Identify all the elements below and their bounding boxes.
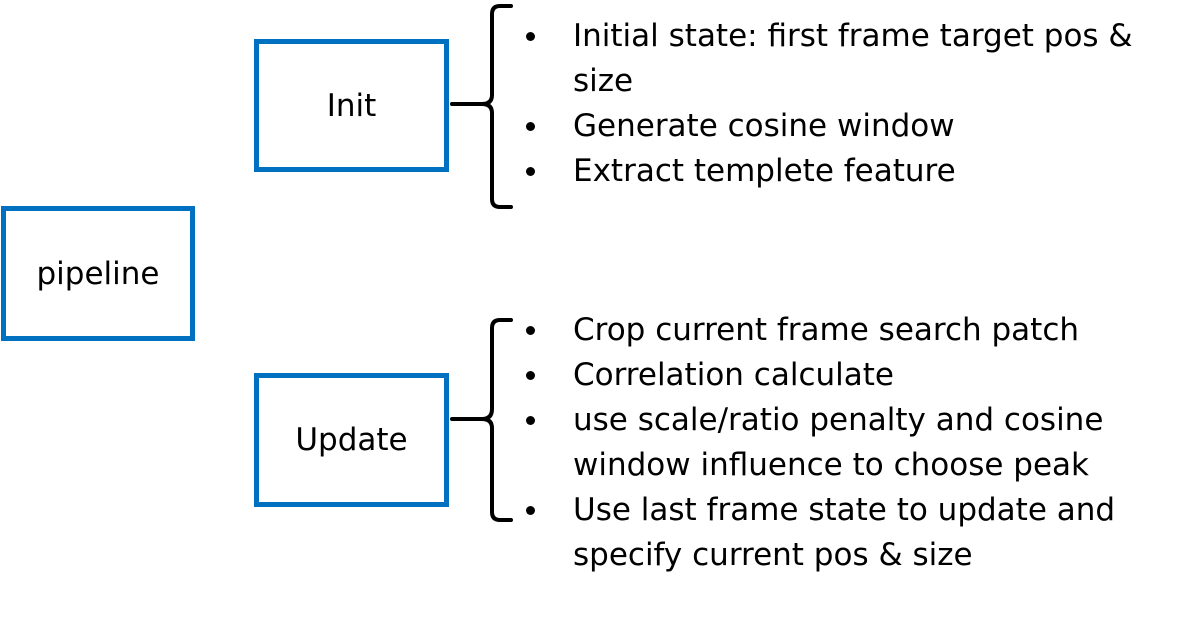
bullet-text: Correlation calculate [573, 357, 894, 393]
init-bullet-list: Initial state: first frame target pos & … [522, 14, 1172, 194]
bullet-dot [526, 371, 535, 380]
bullet-dot [526, 122, 535, 131]
bullet-text: Crop current frame search patch [573, 312, 1080, 348]
bullet-dot [526, 167, 535, 176]
bullet-text: Initial state: first frame target pos & … [573, 18, 1133, 99]
bullet-dot [526, 416, 535, 425]
update-node: Update [254, 373, 449, 507]
update-bullet-list: Crop current frame search patch Correlat… [522, 308, 1172, 578]
list-item: Crop current frame search patch [522, 308, 1172, 353]
list-item: use scale/ratio penalty and cosine windo… [522, 398, 1172, 488]
bullet-text: Use last frame state to update and speci… [573, 492, 1116, 573]
init-node: Init [254, 39, 449, 172]
pipeline-label: pipeline [36, 255, 160, 292]
init-label: Init [326, 87, 377, 124]
update-label: Update [295, 422, 408, 458]
bullet-dot [526, 506, 535, 515]
pipeline-node: pipeline [1, 206, 195, 341]
bullet-text: Extract templete feature [573, 153, 956, 189]
bullet-dot [526, 32, 535, 41]
bullet-text: Generate cosine window [573, 108, 955, 144]
bullet-text: use scale/ratio penalty and cosine windo… [573, 402, 1104, 483]
list-item: Correlation calculate [522, 353, 1172, 398]
bullet-dot [526, 326, 535, 335]
list-item: Use last frame state to update and speci… [522, 488, 1172, 578]
list-item: Initial state: first frame target pos & … [522, 14, 1172, 104]
list-item: Generate cosine window [522, 104, 1172, 149]
init-brace [450, 4, 513, 209]
list-item: Extract templete feature [522, 149, 1172, 194]
update-brace [450, 318, 513, 522]
